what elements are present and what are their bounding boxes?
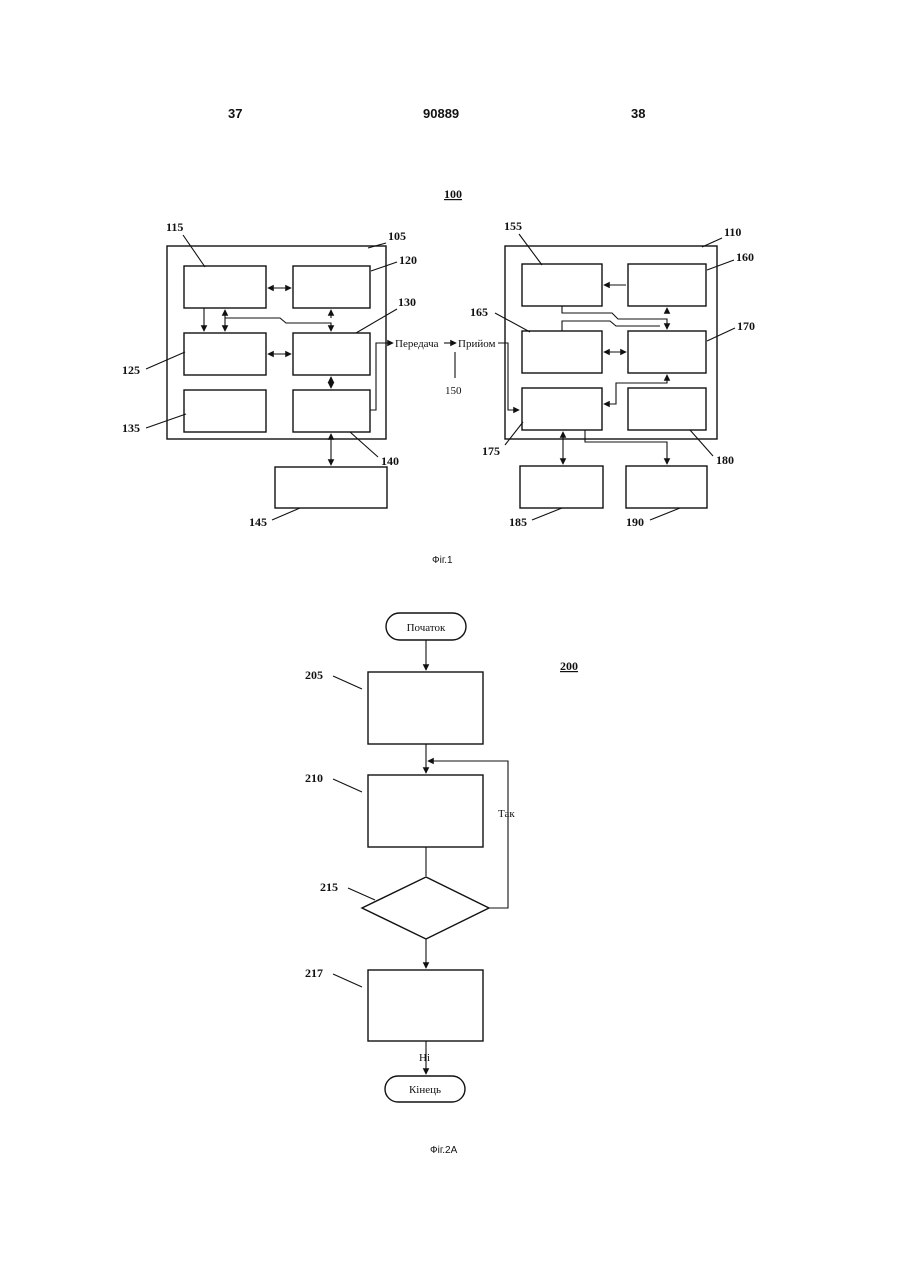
label-125: 125 [122, 363, 140, 377]
block-170 [628, 331, 706, 373]
block-145 [275, 467, 387, 508]
step-215-label: 215 [320, 880, 338, 894]
transmitter-ref-label: 105 [388, 229, 406, 243]
block-115 [184, 266, 266, 308]
label-135: 135 [122, 421, 140, 435]
channel-ref-label: 150 [445, 385, 462, 397]
block-175 [522, 388, 602, 430]
block-140 [293, 390, 370, 432]
no-label: Ні [419, 1052, 430, 1064]
figure-1: 100 105 Передача Прийом 150 115 120 [122, 187, 755, 566]
label-160: 160 [736, 250, 754, 264]
label-170: 170 [737, 319, 755, 333]
block-130 [293, 333, 370, 375]
label-130: 130 [398, 295, 416, 309]
block-160 [628, 264, 706, 306]
label-115: 115 [166, 220, 183, 234]
block-155 [522, 264, 602, 306]
flow-ref-label: 200 [560, 659, 578, 673]
step-205-box [368, 672, 483, 744]
label-180: 180 [716, 453, 734, 467]
step-210-box [368, 775, 483, 847]
block-165 [522, 331, 602, 373]
receiver-frame [505, 246, 717, 439]
step-217-box [368, 970, 483, 1041]
figure-1-caption: Фіг.1 [432, 555, 453, 566]
receiver-ref-label: 110 [724, 225, 741, 239]
label-120: 120 [399, 253, 417, 267]
label-175: 175 [482, 444, 500, 458]
block-190 [626, 466, 707, 508]
transmit-label: Передача [395, 338, 439, 350]
receive-label: Прийом [458, 338, 496, 350]
step-210-label: 210 [305, 771, 323, 785]
system-ref-label: 100 [444, 187, 462, 201]
end-label: Кінець [409, 1084, 441, 1096]
block-120 [293, 266, 370, 308]
yes-label: Так [498, 808, 515, 820]
block-180 [628, 388, 706, 430]
label-185: 185 [509, 515, 527, 529]
step-217-label: 217 [305, 966, 323, 980]
block-135 [184, 390, 266, 432]
block-185 [520, 466, 603, 508]
decision-215 [362, 877, 489, 939]
label-145: 145 [249, 515, 267, 529]
start-label: Початок [407, 622, 446, 634]
figure-2a: 200 Початок 205 210 215 Так 217 Ні Кінец… [305, 613, 578, 1156]
transmitter-frame [167, 246, 386, 439]
label-190: 190 [626, 515, 644, 529]
figure-2a-caption: Фіг.2А [430, 1145, 458, 1156]
label-140: 140 [381, 454, 399, 468]
label-155: 155 [504, 219, 522, 233]
label-165: 165 [470, 305, 488, 319]
block-125 [184, 333, 266, 375]
step-205-label: 205 [305, 668, 323, 682]
